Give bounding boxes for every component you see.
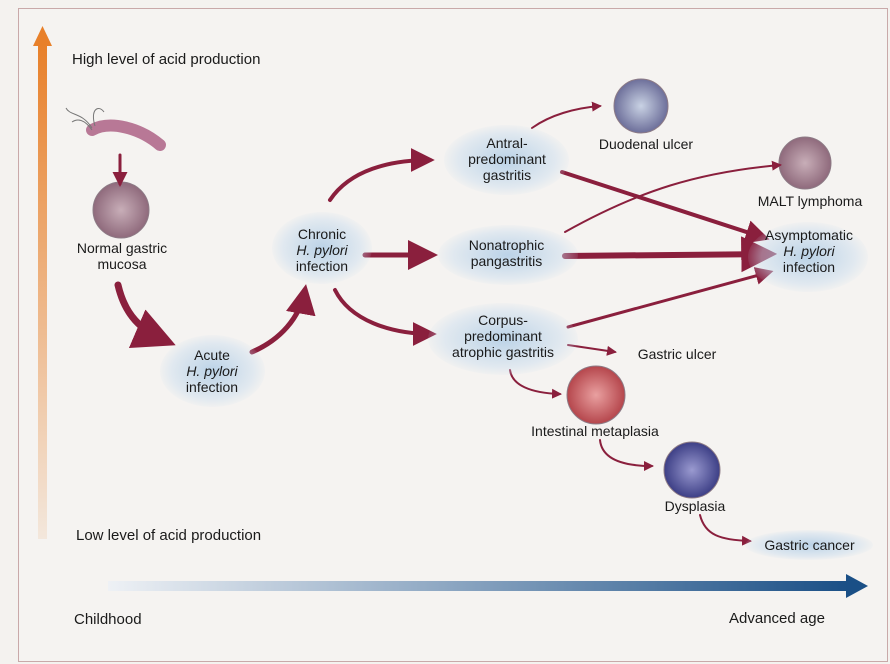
arrow-mucosa-to-acute	[114, 281, 176, 349]
glow-corpus	[428, 303, 578, 375]
acid-axis-bar	[38, 44, 47, 539]
childhood-label: Childhood	[74, 611, 142, 628]
antral-gastritis-label: Antral- predominant gastritis	[468, 135, 546, 183]
arrow-chronic-to-antral	[328, 148, 435, 202]
advanced-age-label: Advanced age	[729, 610, 825, 627]
age-axis-arrowhead	[846, 574, 868, 598]
dysplasia-label: Dysplasia	[664, 498, 726, 514]
malt-lymphoma-label: MALT lymphoma	[757, 193, 863, 209]
metaplasia-micrograph	[566, 365, 626, 425]
chronic-infection-label: Chronic H. pylori infection	[295, 226, 349, 274]
nonatrophic-pangastritis-label: Nonatrophic pangastritis	[468, 237, 545, 269]
gastric-cancer-label: Gastric cancer	[764, 537, 855, 553]
acute-infection-label: Acute H. pylori infection	[185, 347, 239, 395]
normal-mucosa-micrograph	[92, 181, 150, 239]
arrow-nonatrophic-to-malt	[564, 160, 782, 233]
acid-axis-arrowhead	[33, 26, 52, 46]
corpus-atrophic-gastritis-label: Corpus- predominant atrophic gastritis	[452, 312, 554, 360]
glow-acute	[160, 335, 265, 407]
high-acid-label: High level of acid production	[72, 51, 261, 68]
normal-mucosa-label: Normal gastric mucosa	[76, 240, 168, 272]
arrow-acute-to-chronic	[249, 284, 316, 355]
low-acid-label: Low level of acid production	[76, 527, 262, 544]
asymptomatic-infection-label: Asymptomatic H. pylori infection	[765, 227, 853, 275]
glow-chronic	[272, 212, 372, 284]
glow-antral	[444, 125, 569, 195]
gastric-ulcer-label: Gastric ulcer	[637, 346, 717, 362]
arrow-chronic-to-corpus	[333, 288, 437, 346]
intestinal-metaplasia-label: Intestinal metaplasia	[531, 423, 659, 439]
glow-gastric-cancer	[745, 530, 873, 560]
glow-nonatrophic	[438, 225, 578, 285]
arrow-antral-to-asymptomatic	[560, 170, 770, 244]
arrow-antral-to-duodenal	[531, 101, 602, 129]
duodenal-ulcer-label: Duodenal ulcer	[598, 136, 694, 152]
arrow-nonatrophic-to-asymptomatic	[562, 236, 778, 273]
arrow-metaplasia-to-dysplasia	[599, 439, 654, 471]
malt-lymphoma-micrograph	[778, 136, 832, 190]
arrow-corpus-to-asymptomatic	[566, 267, 774, 329]
dysplasia-micrograph	[663, 441, 721, 499]
duodenal-ulcer-micrograph	[613, 78, 669, 134]
bacterium-icon	[65, 107, 166, 151]
arrow-dysplasia-to-cancer	[699, 514, 752, 546]
age-axis-bar	[108, 581, 848, 591]
glow-asymptomatic	[748, 222, 868, 292]
